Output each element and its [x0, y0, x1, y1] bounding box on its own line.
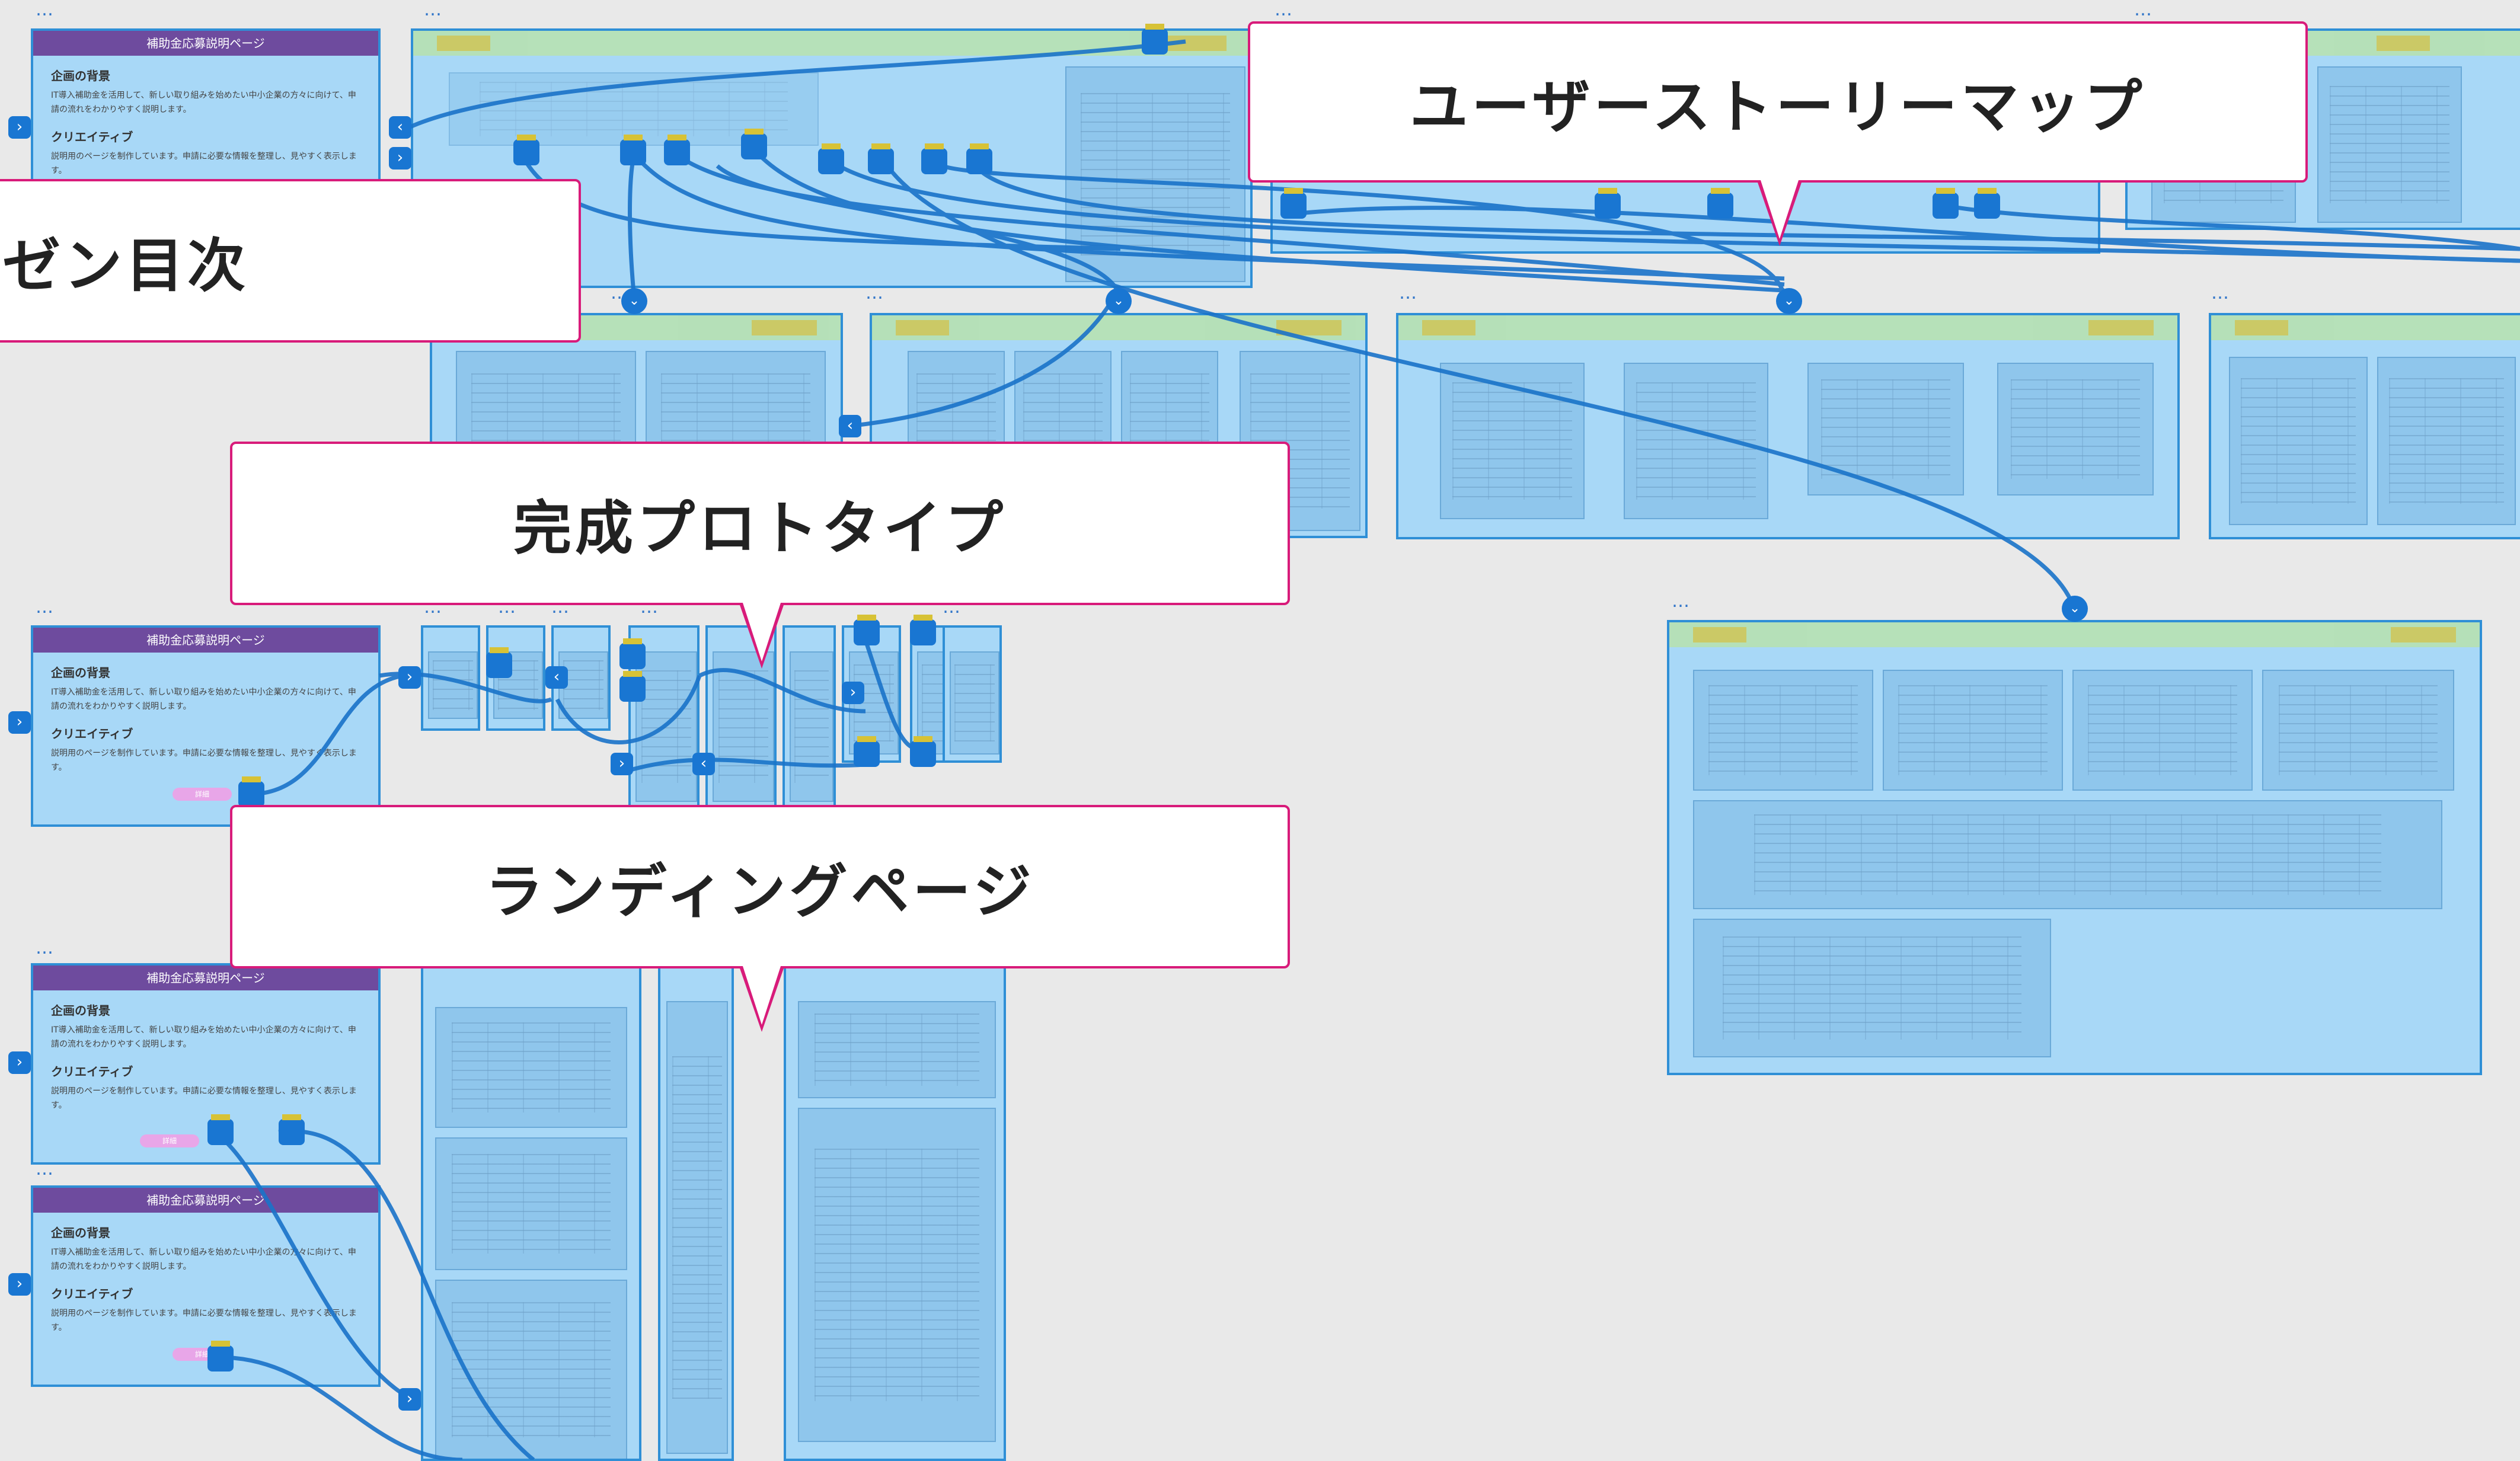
- connector-node[interactable]: [207, 1341, 234, 1372]
- connector-node[interactable]: [1595, 188, 1621, 219]
- connector-node[interactable]: [620, 135, 646, 165]
- callout-presentation-toc[interactable]: ゼン目次: [0, 179, 581, 343]
- callout-label: ユーザーストーリーマップ: [1410, 73, 2146, 141]
- callout-label: ランディングページ: [485, 858, 1035, 926]
- connector-node[interactable]: [868, 143, 894, 174]
- card-text: IT導入補助金を活用して、新しい取り組みを始めたい中小企業の方々に向けて、申請の…: [51, 91, 356, 114]
- chevron-right-icon[interactable]: ›: [842, 682, 864, 704]
- connector-node[interactable]: [854, 736, 880, 767]
- chevron-right-icon[interactable]: ›: [8, 1051, 31, 1074]
- chevron-right-icon[interactable]: ›: [8, 116, 31, 139]
- connector-node[interactable]: [921, 143, 947, 174]
- prototype-screen-9[interactable]: [943, 625, 1002, 763]
- chevron-right-icon[interactable]: ›: [8, 1273, 31, 1296]
- connector-node[interactable]: [207, 1114, 234, 1145]
- card-title: 補助金応募説明ページ: [33, 1188, 378, 1213]
- more-menu-icon[interactable]: …: [865, 283, 884, 303]
- callout-user-story-map[interactable]: ユーザーストーリーマップ: [1248, 21, 2308, 246]
- connector-node[interactable]: [854, 615, 880, 645]
- connector-node[interactable]: [486, 647, 512, 678]
- chevron-left-icon[interactable]: ‹: [692, 753, 715, 775]
- card-heading: クリエイティブ: [51, 1287, 133, 1301]
- prototype-screen-2[interactable]: [486, 625, 545, 731]
- prototype-screen-1[interactable]: [421, 625, 480, 731]
- card-text: 説明用のページを制作しています。申請に必要な情報を整理し、見やすく表示します。: [51, 1086, 357, 1110]
- more-menu-icon[interactable]: …: [2134, 0, 2153, 20]
- connector-node[interactable]: [238, 776, 264, 807]
- card-text: 説明用のページを制作しています。申請に必要な情報を整理し、見やすく表示します。: [51, 749, 357, 772]
- connector-node[interactable]: [910, 615, 936, 645]
- connector-node[interactable]: [910, 736, 936, 767]
- connector-node[interactable]: [1280, 188, 1307, 219]
- materials-board[interactable]: [1667, 620, 2482, 1075]
- card-heading: 企画の背景: [51, 666, 110, 680]
- chevron-left-icon[interactable]: ‹: [389, 116, 411, 139]
- more-menu-icon[interactable]: …: [1399, 283, 1418, 303]
- chevron-right-icon[interactable]: ›: [8, 711, 31, 734]
- more-menu-icon[interactable]: …: [36, 597, 55, 618]
- forms-board-right[interactable]: [2209, 313, 2520, 539]
- more-menu-icon[interactable]: …: [424, 0, 443, 20]
- callout-prototype[interactable]: 完成プロトタイプ: [230, 442, 1290, 669]
- more-menu-icon[interactable]: …: [1275, 0, 1293, 20]
- chevron-right-icon[interactable]: ›: [389, 147, 411, 170]
- description-card[interactable]: 補助金応募説明ページ 企画の背景 IT導入補助金を活用して、新しい取り組みを始め…: [31, 625, 381, 827]
- connector-node[interactable]: [1933, 188, 1959, 219]
- callout-landing-page[interactable]: ランディングページ: [230, 805, 1290, 1032]
- connector-node[interactable]: [619, 671, 646, 702]
- card-heading: 企画の背景: [51, 1003, 110, 1018]
- chevron-left-icon[interactable]: ‹: [839, 415, 861, 437]
- card-title: 補助金応募説明ページ: [33, 966, 378, 990]
- chevron-right-icon[interactable]: ›: [398, 1388, 421, 1411]
- description-card[interactable]: 補助金応募説明ページ 企画の背景 IT導入補助金を活用して、新しい取り組みを始め…: [31, 963, 381, 1165]
- card-text: IT導入補助金を活用して、新しい取り組みを始めたい中小企業の方々に向けて、申請の…: [51, 688, 356, 711]
- card-title: 補助金応募説明ページ: [33, 31, 378, 56]
- landing-page-tablet[interactable]: [784, 963, 1006, 1461]
- card-text: 説明用のページを制作しています。申請に必要な情報を整理し、見やすく表示します。: [51, 152, 357, 175]
- card-title: 補助金応募説明ページ: [33, 628, 378, 653]
- more-menu-icon[interactable]: …: [2211, 283, 2230, 303]
- more-menu-icon[interactable]: …: [36, 0, 55, 20]
- forms-board[interactable]: [1396, 313, 2180, 539]
- detail-pill-button[interactable]: 詳細: [173, 788, 232, 801]
- card-heading: 企画の背景: [51, 1226, 110, 1240]
- card-heading: 企画の背景: [51, 69, 110, 83]
- connector-node[interactable]: [1142, 24, 1168, 55]
- connector-node[interactable]: [619, 638, 646, 669]
- connector-node[interactable]: [664, 135, 690, 165]
- description-card[interactable]: 補助金応募説明ページ 企画の背景 IT導入補助金を活用して、新しい取り組みを始め…: [31, 28, 381, 194]
- prototype-screen-6[interactable]: [782, 625, 836, 809]
- chevron-down-icon[interactable]: ⌄: [2062, 596, 2088, 622]
- landing-page-mobile[interactable]: [658, 963, 734, 1461]
- chevron-down-icon[interactable]: ⌄: [1776, 288, 1802, 314]
- chevron-right-icon[interactable]: ›: [398, 666, 421, 689]
- card-text: IT導入補助金を活用して、新しい取り組みを始めたい中小企業の方々に向けて、申請の…: [51, 1248, 356, 1271]
- card-text: 説明用のページを制作しています。申請に必要な情報を整理し、見やすく表示します。: [51, 1309, 357, 1332]
- connector-node[interactable]: [966, 143, 992, 174]
- chevron-down-icon[interactable]: ⌄: [1106, 288, 1132, 314]
- more-menu-icon[interactable]: …: [1672, 591, 1691, 612]
- chevron-right-icon[interactable]: ›: [611, 753, 633, 775]
- chevron-left-icon[interactable]: ‹: [545, 666, 568, 689]
- more-menu-icon[interactable]: …: [36, 938, 55, 958]
- card-heading: クリエイティブ: [51, 727, 133, 741]
- card-heading: クリエイティブ: [51, 1064, 133, 1079]
- connector-node[interactable]: [513, 135, 539, 165]
- callout-label: ゼン目次: [2, 232, 250, 300]
- callout-label: 完成プロトタイプ: [513, 495, 1007, 562]
- chevron-down-icon[interactable]: ⌄: [621, 288, 647, 314]
- card-heading: クリエイティブ: [51, 130, 133, 144]
- landing-page-pc[interactable]: [421, 963, 641, 1461]
- card-text: IT導入補助金を活用して、新しい取り組みを始めたい中小企業の方々に向けて、申請の…: [51, 1025, 356, 1049]
- description-card[interactable]: 補助金応募説明ページ 企画の背景 IT導入補助金を活用して、新しい取り組みを始め…: [31, 1185, 381, 1387]
- connector-node[interactable]: [1974, 188, 2000, 219]
- connector-node[interactable]: [279, 1114, 305, 1145]
- connector-node[interactable]: [1707, 188, 1733, 219]
- connector-node[interactable]: [741, 129, 767, 159]
- detail-pill-button[interactable]: 詳細: [140, 1134, 199, 1147]
- connector-node[interactable]: [818, 143, 844, 174]
